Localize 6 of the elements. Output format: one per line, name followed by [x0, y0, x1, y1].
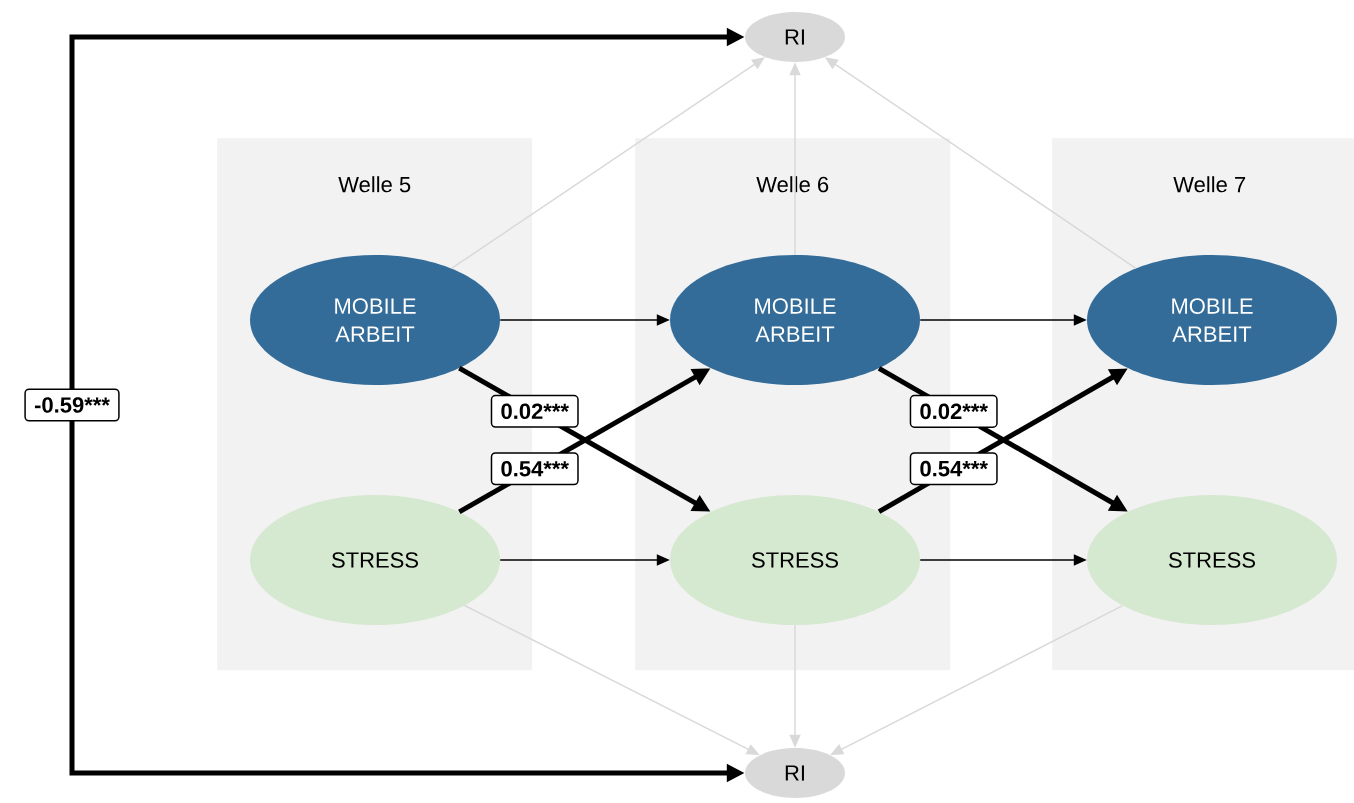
edge-label: -0.59*** — [24, 388, 120, 422]
edge-label: 0.54*** — [909, 452, 998, 486]
edge-label: 0.54*** — [490, 452, 579, 486]
edge-label: 0.02*** — [490, 394, 579, 428]
edge-label: 0.02*** — [909, 394, 998, 428]
arrow — [450, 57, 765, 270]
